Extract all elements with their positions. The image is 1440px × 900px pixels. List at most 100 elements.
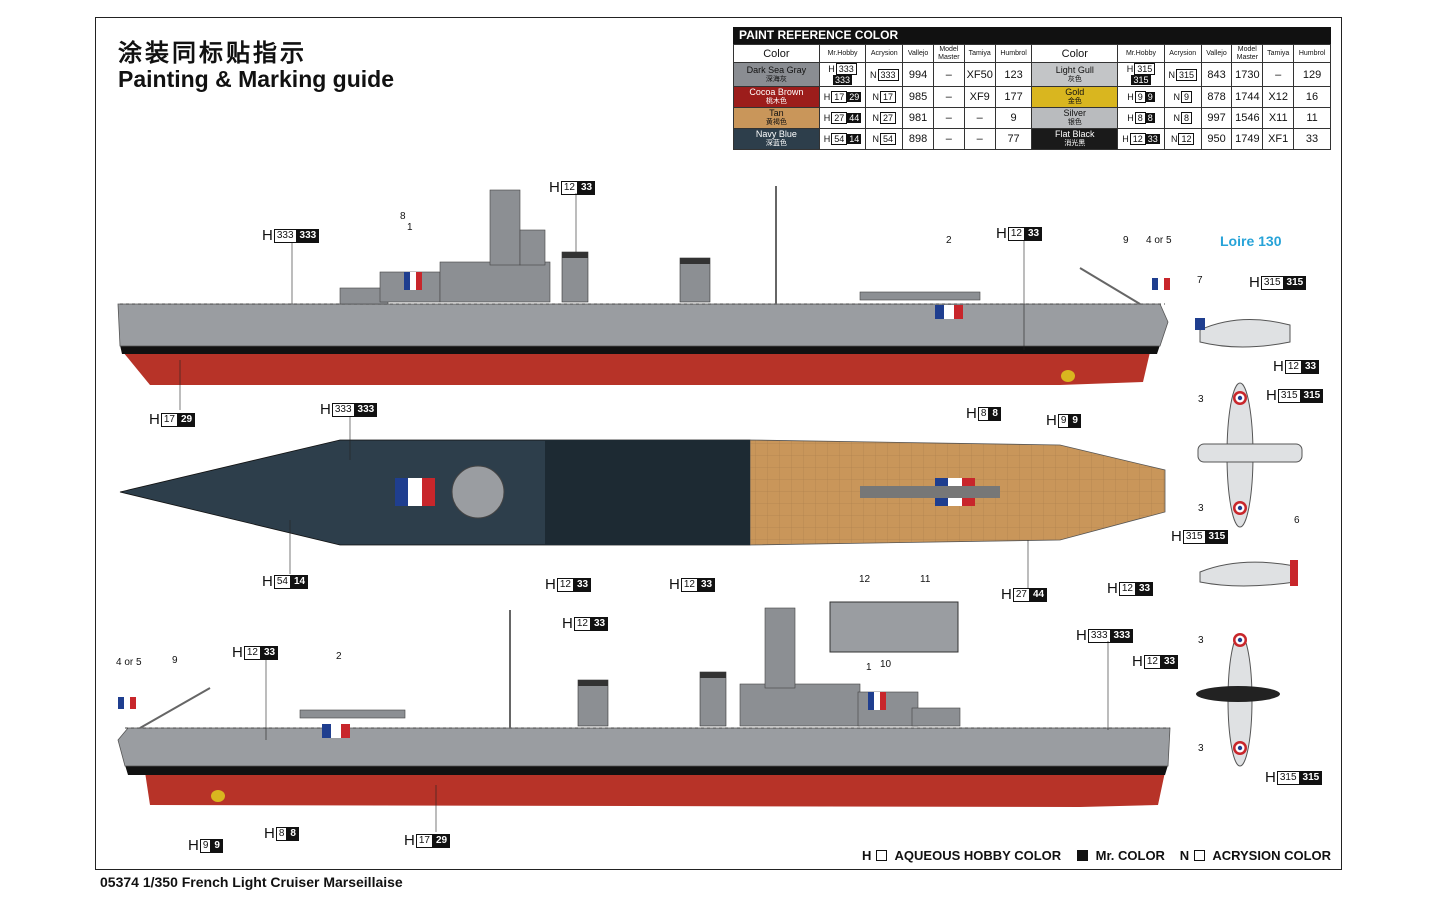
legend-n-prefix: N	[1179, 848, 1190, 863]
aircraft-drawings	[1195, 318, 1303, 767]
paint-name-cn: 黄褐色	[765, 119, 787, 126]
paint-vallejo: 994	[902, 62, 934, 87]
paint-modelmaster: 1744	[1231, 86, 1264, 108]
leader-lines	[179, 193, 1109, 832]
marker-9: 9	[1123, 235, 1129, 246]
col-modelmaster-2: Model Master	[1231, 44, 1264, 63]
marker-12: 12	[859, 574, 871, 585]
marker-4or5: 4 or 5	[1146, 235, 1172, 246]
paint-tamiya: –	[963, 107, 996, 129]
aircraft-top-wing	[1197, 443, 1303, 463]
paint-vallejo: 981	[902, 107, 934, 129]
paint-name: Silver	[1063, 108, 1087, 118]
paint-name-cn: 深蓝色	[765, 140, 787, 147]
aircraft-side-1	[1199, 319, 1291, 348]
paint-reference-table: PAINT REFERENCE COLOR Color Mr.Hobby Acr…	[733, 27, 1331, 150]
paint-name-cn: 金色	[1067, 98, 1082, 105]
outline-box-icon	[876, 850, 888, 861]
legend-n-text: ACRYSION COLOR	[1212, 848, 1332, 863]
aircraft-bottom-hull	[1196, 686, 1280, 702]
marker-2: 2	[946, 235, 952, 246]
hull-boottop	[120, 345, 1160, 354]
paint-name-cn: 灰色	[1067, 75, 1082, 83]
paint-name: Cocoa Brown	[749, 87, 804, 97]
marker-3c: 3	[1198, 635, 1204, 646]
paint-name: Gold	[1065, 87, 1085, 97]
side-view-starboard	[117, 186, 1170, 385]
aircraft-side-2	[1199, 561, 1296, 587]
title-chinese: 涂装同标贴指示	[118, 39, 307, 67]
paint-humbrol: 77	[994, 128, 1033, 150]
hull-gray	[117, 303, 1169, 347]
paint-name: Tan	[769, 108, 784, 118]
paint-table: Color Mr.Hobby Acrysion Vallejo Model Ma…	[733, 44, 1331, 150]
paint-name-cn: 深海灰	[765, 75, 787, 83]
marker-1: 1	[407, 222, 413, 233]
footer-product-title: 05374 1/350 French Light Cruiser Marseil…	[100, 874, 403, 890]
paint-humbrol: 33	[1293, 128, 1331, 150]
paint-tamiya: –	[1262, 62, 1295, 87]
paint-name: Dark Sea Gray	[746, 64, 807, 75]
paint-name-cn: 消光黑	[1064, 140, 1086, 147]
paint-tamiya: XF50	[963, 62, 996, 87]
paint-name: Flat Black	[1055, 129, 1095, 139]
paint-vallejo: 843	[1200, 62, 1233, 87]
paint-tamiya: –	[963, 128, 996, 150]
paint-humbrol: 16	[1293, 86, 1331, 108]
paint-humbrol: 123	[994, 62, 1033, 87]
hull2-red	[145, 772, 1165, 807]
marker-10: 10	[880, 659, 892, 670]
marker-3d: 3	[1198, 743, 1204, 754]
marker-8: 8	[400, 211, 406, 222]
paint-modelmaster: 1749	[1231, 128, 1264, 150]
outline-box-icon-2	[1194, 850, 1206, 861]
legend-h-text: AQUEOUS HOBBY COLOR	[894, 848, 1062, 863]
paint-vallejo: 950	[1200, 128, 1233, 150]
drawing-frame	[95, 17, 1342, 870]
paint-modelmaster: 1730	[1231, 62, 1264, 87]
title-english: Painting & Marking guide	[118, 66, 395, 92]
paint-name-cn: 桃木色	[765, 98, 787, 105]
paint-vallejo: 898	[902, 128, 934, 150]
marker-11: 11	[920, 574, 931, 585]
marker-6: 6	[1294, 515, 1300, 526]
hull2-boottop	[125, 765, 1168, 775]
hull-red-lower	[123, 352, 1150, 385]
side-view-port	[117, 607, 1171, 807]
marker-3b: 3	[1198, 503, 1204, 514]
